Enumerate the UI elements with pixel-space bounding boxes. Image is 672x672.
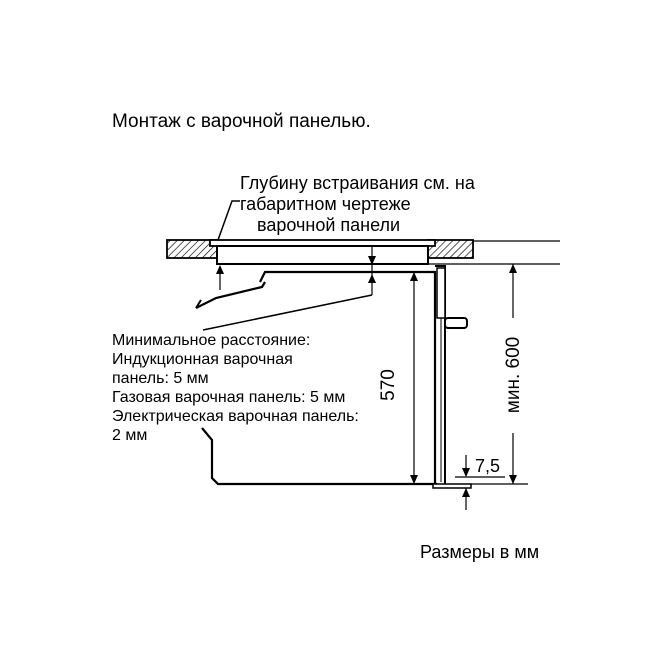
depth-note-leader xyxy=(217,200,240,241)
min-distance-line-5: Электрическая варочная панель: xyxy=(112,408,359,425)
min-distance-line-2: Индукционная варочная xyxy=(112,351,293,368)
rear-panel xyxy=(195,281,266,309)
dimension-7-5: 7,5 xyxy=(455,455,505,510)
gap-arrow-middle xyxy=(368,245,376,295)
oven-knob xyxy=(444,317,468,329)
depth-note-line-3: варочной панели xyxy=(257,215,400,235)
min-distance-line-1: Минимальное расстояние: xyxy=(112,332,310,349)
oven-door xyxy=(435,265,446,484)
dimension-min-600: мин. 600 xyxy=(503,264,524,484)
min-distance-line-6: 2 мм xyxy=(112,427,147,444)
min-distance-line-4: Газовая варочная панель: 5 мм xyxy=(112,389,345,406)
dimension-570-label: 570 xyxy=(378,369,399,401)
hob-body xyxy=(216,245,429,265)
min-distance-line-3: панель: 5 мм xyxy=(112,370,209,387)
dimension-7-5-label: 7,5 xyxy=(475,456,500,476)
min-distance-leader xyxy=(202,294,373,331)
rear-panel-return xyxy=(195,299,202,309)
depth-note-line-1: Глубину встраивания см. на xyxy=(240,173,476,193)
oven-plinth xyxy=(432,483,472,489)
oven-body xyxy=(201,265,472,489)
oven-door-panel xyxy=(436,267,446,319)
diagram-title: Монтаж с варочной панелью. xyxy=(112,111,371,132)
oven-top-outline xyxy=(259,270,437,484)
countertop xyxy=(166,239,474,259)
dimension-600-label: мин. 600 xyxy=(503,337,524,413)
hob-panel xyxy=(209,239,436,265)
depth-note-line-2: габаритном чертеже xyxy=(240,194,411,214)
units-note: Размеры в мм xyxy=(420,542,539,562)
gap-arrow-left xyxy=(216,265,224,290)
dimension-570: 570 xyxy=(378,272,418,484)
oven-bottom-outline xyxy=(201,427,437,486)
